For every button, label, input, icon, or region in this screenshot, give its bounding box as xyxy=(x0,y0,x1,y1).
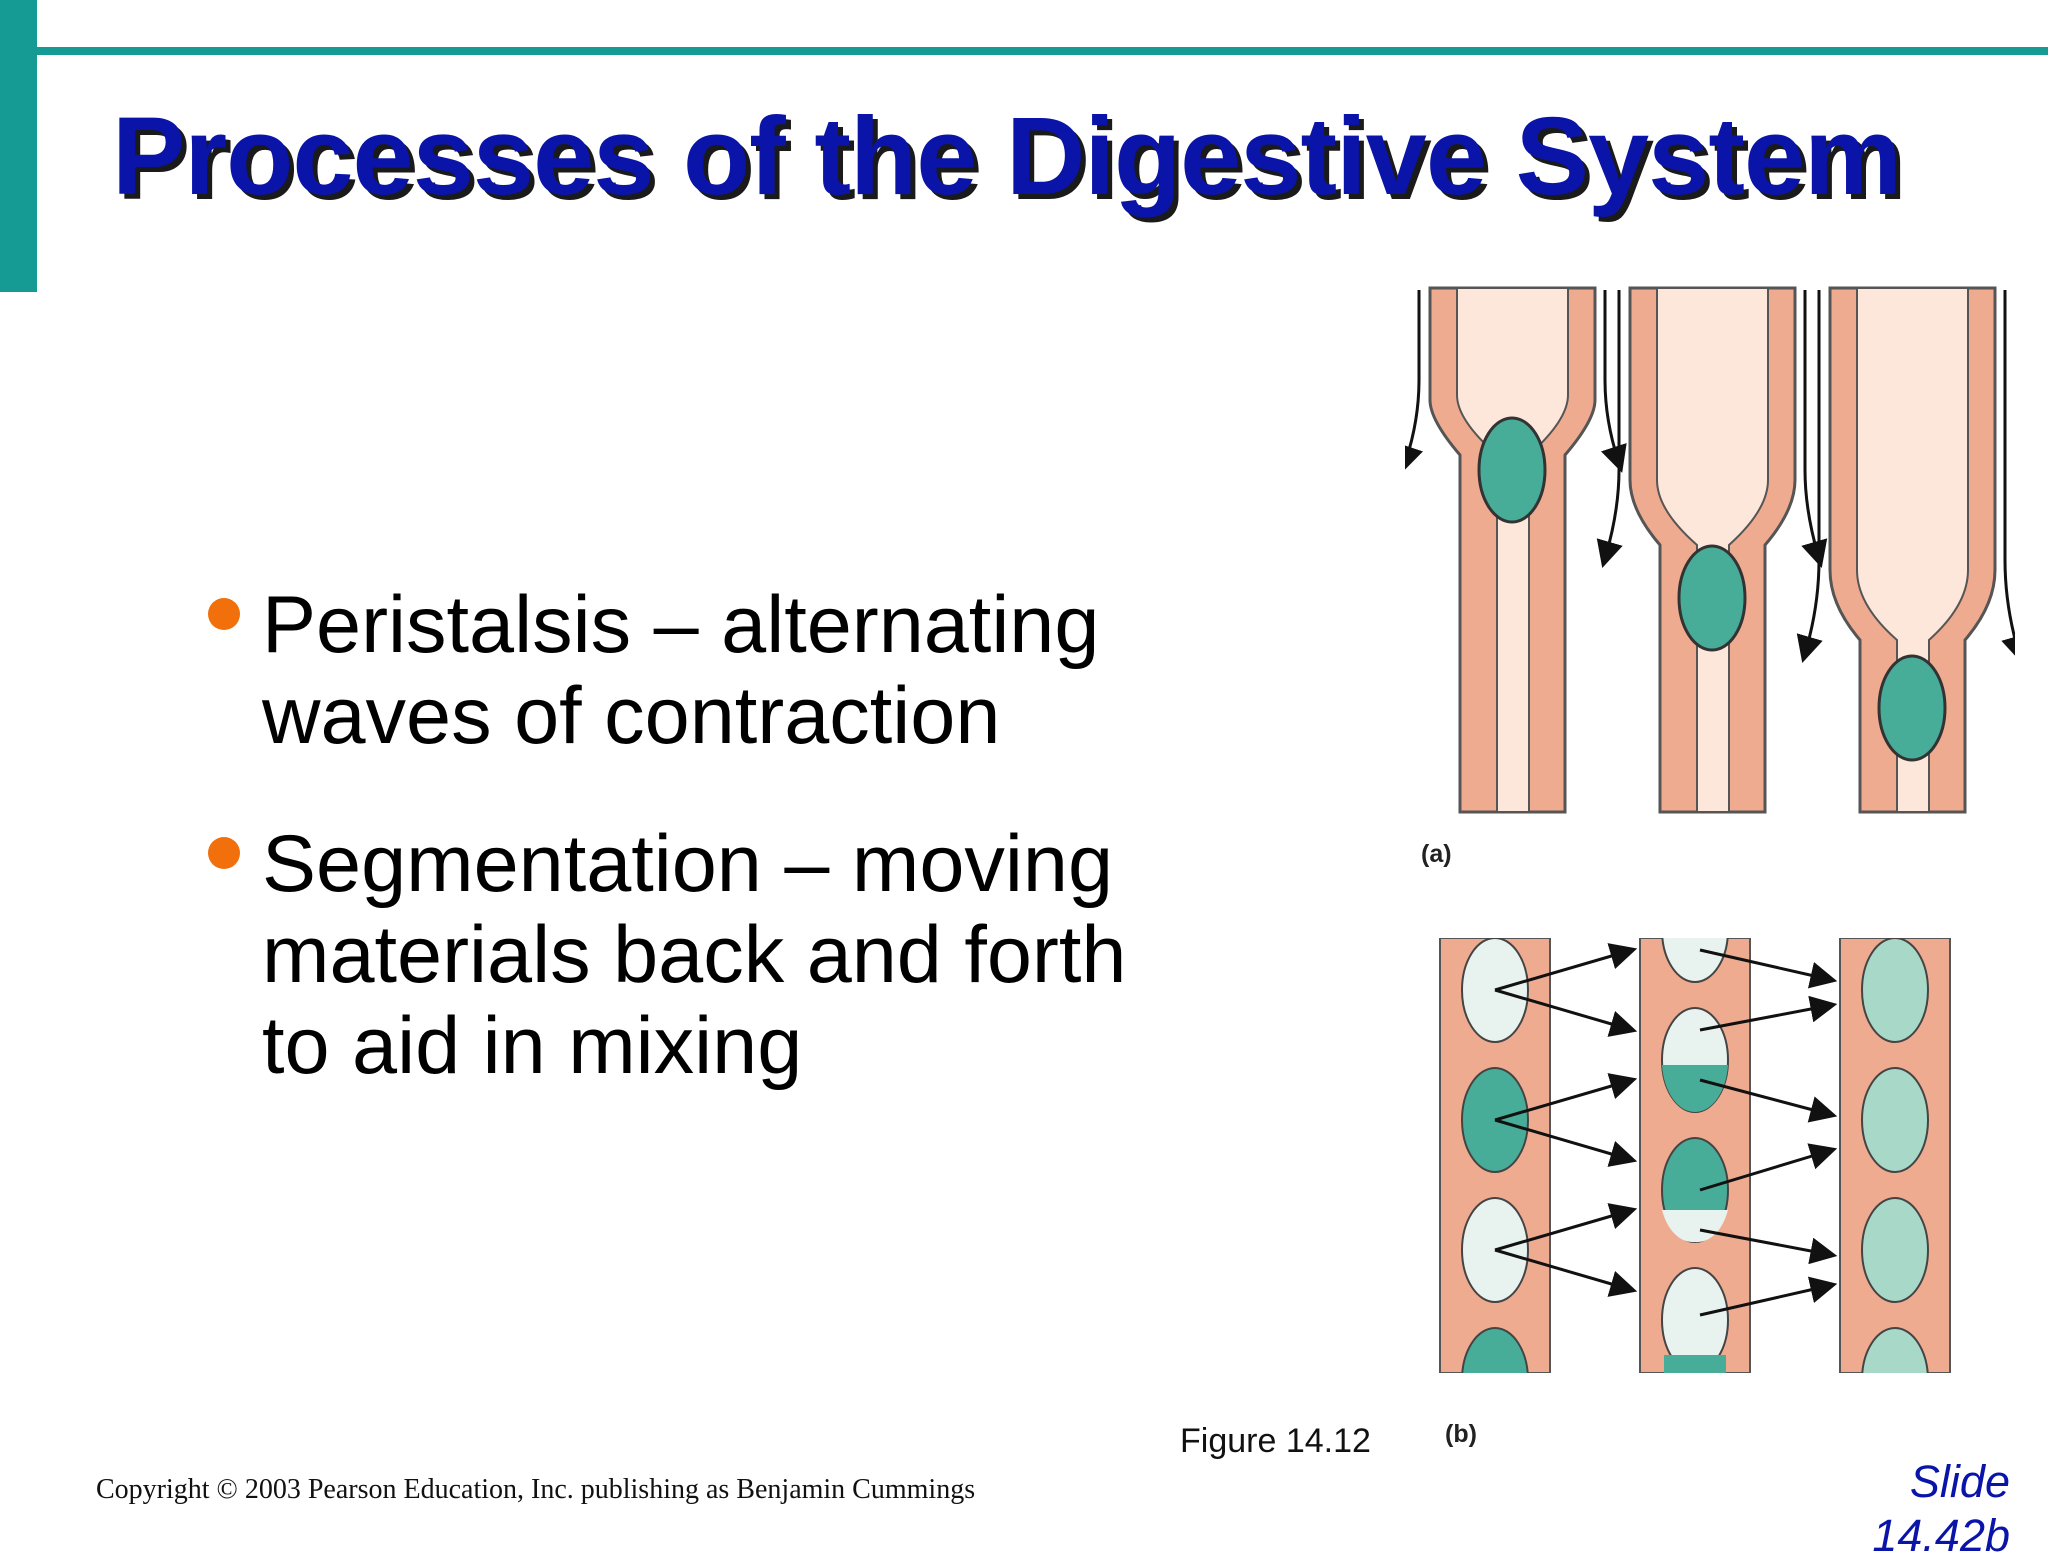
slide-number: Slide 14.42b xyxy=(1872,1455,2010,1563)
bullet-line: waves of contraction xyxy=(262,671,1001,761)
segmentation-diagram xyxy=(1439,938,1951,1373)
bullet-line: to aid in mixing xyxy=(262,1001,803,1091)
accent-bar xyxy=(0,0,37,292)
segmentation-column-3 xyxy=(1839,938,1951,1373)
bullet-dot-icon xyxy=(208,837,240,869)
segmentation-arrows xyxy=(1494,943,1838,1317)
figure-label-a: (a) xyxy=(1421,840,1452,868)
figure-label-b: (b) xyxy=(1445,1420,1477,1448)
bullet-line: Segmentation – moving xyxy=(262,819,1114,909)
peristalsis-diagram xyxy=(1405,286,2015,814)
slide-title: Processes of the Digestive System xyxy=(112,95,1902,218)
copyright-notice: Copyright © 2003 Pearson Education, Inc.… xyxy=(96,1474,976,1505)
segmentation-column-2 xyxy=(1639,938,1751,1373)
slide-number-value: 14.42b xyxy=(1872,1510,2010,1561)
bullet-line: materials back and forth xyxy=(262,910,1127,1000)
bullet-line: Peristalsis – alternating xyxy=(262,580,1100,670)
bullet-dot-icon xyxy=(208,598,240,630)
bullet-peristalsis: Peristalsis – alternating waves of contr… xyxy=(205,580,1205,762)
segmentation-column-1 xyxy=(1439,938,1551,1373)
slide-number-label: Slide xyxy=(1909,1456,2010,1507)
peristalsis-panel-1 xyxy=(1405,286,1627,814)
bullet-list: Peristalsis – alternating waves of contr… xyxy=(205,580,1205,1149)
figure-caption: Figure 14.12 xyxy=(1180,1422,1371,1460)
title-rule xyxy=(37,47,2048,55)
peristalsis-panel-2 xyxy=(1596,286,1828,814)
peristalsis-panel-3 xyxy=(1796,286,2015,814)
bullet-segmentation: Segmentation – moving materials back and… xyxy=(205,819,1205,1092)
